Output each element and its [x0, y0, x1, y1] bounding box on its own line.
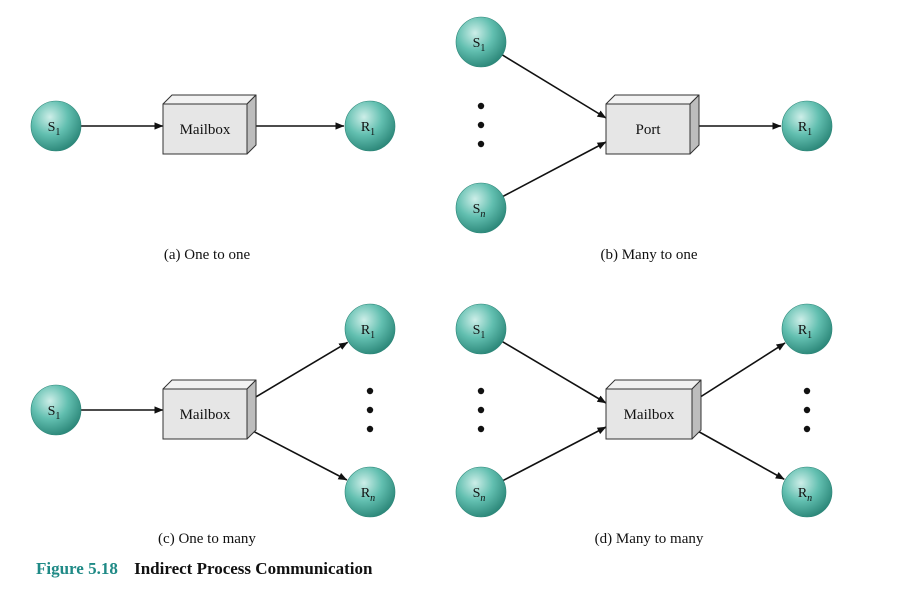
sender-node: S1	[455, 303, 507, 355]
receiver-node: R1	[344, 100, 396, 152]
receiver-node-circle	[781, 303, 833, 355]
receiver-node-circle	[344, 303, 396, 355]
arrow-box-to-receiver	[248, 341, 349, 402]
arrow-sender-to-box	[501, 54, 607, 119]
arrow-sender-to-box	[502, 141, 607, 198]
receiver-node: R1	[781, 100, 833, 152]
figure-title: Indirect Process Communication	[134, 559, 373, 578]
sender-node: S1	[30, 100, 82, 152]
panel-a: Mailbox S1 R1 (a) One to one	[30, 94, 396, 263]
panel-caption: (b) Many to one	[600, 247, 697, 263]
receiver-ellipsis-dot	[803, 425, 811, 433]
mailbox-box: Mailbox	[162, 94, 257, 155]
mailbox-box-side-face	[246, 379, 257, 440]
receiver-ellipsis-dot	[366, 406, 374, 414]
sender-node-label: S1	[48, 120, 61, 138]
arrow-sender-to-box	[502, 341, 607, 404]
receiver-ellipsis-dot	[366, 425, 374, 433]
port-box-front-face	[605, 103, 691, 155]
sender-node-label: S1	[48, 404, 61, 422]
receiver-ellipsis	[366, 387, 374, 433]
mailbox-box-side-face	[246, 94, 257, 155]
sender-node-circle	[30, 384, 82, 436]
sender-node: S1	[30, 384, 82, 436]
mailbox-box-front-face	[162, 103, 248, 155]
sender-node-circle	[455, 16, 507, 68]
panel-caption: (d) Many to many	[595, 531, 704, 547]
port-box-side-face	[689, 94, 700, 155]
mailbox-box-label: Mailbox	[624, 407, 675, 423]
receiver-node-label: R1	[361, 120, 375, 138]
sender-ellipsis-dot	[477, 121, 485, 129]
mailbox-box-top-face	[162, 379, 257, 390]
mailbox-box-top-face	[162, 94, 257, 105]
sender-node-circle	[455, 182, 507, 234]
sender-node-circle	[455, 466, 507, 518]
figure-number: Figure 5.18	[36, 559, 118, 578]
sender-node: Sn	[455, 466, 507, 518]
panel-caption: (a) One to one	[164, 247, 251, 263]
mailbox-box: Mailbox	[605, 379, 702, 440]
receiver-node-label: R1	[798, 120, 812, 138]
receiver-node: Rn	[344, 466, 396, 518]
receiver-ellipsis-dot	[366, 387, 374, 395]
receiver-ellipsis-dot	[803, 406, 811, 414]
mailbox-box-front-face	[162, 388, 248, 440]
mailbox-box: Mailbox	[162, 379, 257, 440]
receiver-node-circle	[781, 100, 833, 152]
arrow-sender-to-box	[502, 426, 607, 482]
sender-ellipsis-dot	[477, 102, 485, 110]
receiver-node: Rn	[781, 466, 833, 518]
receiver-node-label: R1	[361, 323, 375, 341]
receiver-node: R1	[344, 303, 396, 355]
receiver-node-label: R1	[798, 323, 812, 341]
port-box-label: Port	[635, 122, 661, 138]
sender-node: S1	[455, 16, 507, 68]
sender-node-circle	[30, 100, 82, 152]
port-box-top-face	[605, 94, 700, 105]
sender-node-circle	[455, 303, 507, 355]
mailbox-box-label: Mailbox	[180, 407, 231, 423]
receiver-node-label: Rn	[361, 486, 375, 504]
sender-ellipsis-dot	[477, 140, 485, 148]
sender-ellipsis-dot	[477, 425, 485, 433]
receiver-node-circle	[344, 100, 396, 152]
sender-ellipsis-dot	[477, 387, 485, 395]
receiver-node-circle	[781, 466, 833, 518]
mailbox-box-top-face	[605, 379, 702, 390]
sender-node-label: S1	[473, 323, 486, 341]
mailbox-box-label: Mailbox	[180, 122, 231, 138]
receiver-node: R1	[781, 303, 833, 355]
sender-ellipsis	[477, 387, 485, 433]
receiver-node-label: Rn	[798, 486, 812, 504]
receiver-ellipsis-dot	[803, 387, 811, 395]
arrow-box-to-receiver	[693, 428, 785, 481]
mailbox-box-side-face	[691, 379, 702, 440]
arrow-box-to-receiver	[248, 428, 348, 481]
receiver-ellipsis	[803, 387, 811, 433]
port-box: Port	[605, 94, 700, 155]
arrow-box-to-receiver	[693, 342, 786, 402]
sender-node-label: Sn	[473, 486, 486, 504]
figure-caption: Figure 5.18 Indirect Process Communicati…	[36, 559, 372, 579]
mailbox-box-front-face	[605, 388, 693, 440]
receiver-node-circle	[344, 466, 396, 518]
panel-caption: (c) One to many	[158, 531, 256, 547]
sender-ellipsis	[477, 102, 485, 148]
sender-node-label: Sn	[473, 202, 486, 220]
sender-node: Sn	[455, 182, 507, 234]
sender-ellipsis-dot	[477, 406, 485, 414]
sender-node-label: S1	[473, 36, 486, 54]
